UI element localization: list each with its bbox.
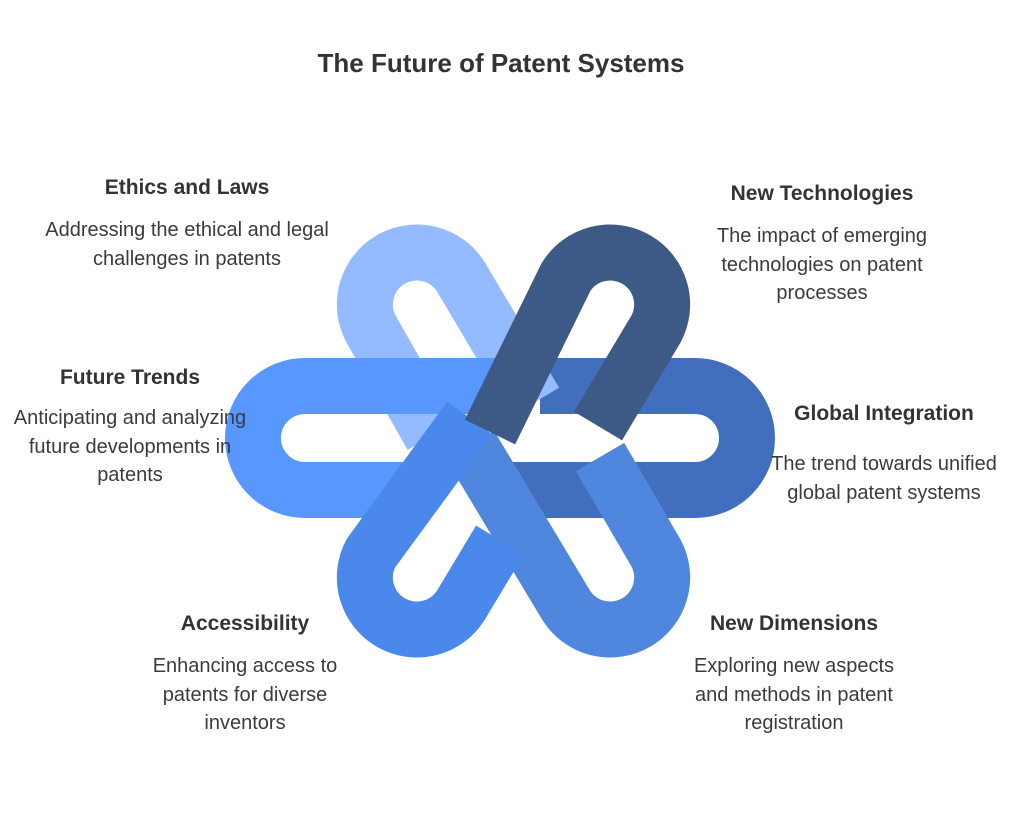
- item-heading: Ethics and Laws: [28, 176, 346, 200]
- accessibility-loop: [365, 418, 500, 630]
- item-heading: Accessibility: [128, 612, 362, 636]
- item-heading: Global Integration: [762, 402, 1006, 426]
- item-description: The trend towards unified global patent …: [762, 450, 1006, 507]
- item-future-trends: Future Trends Anticipating and analyzing…: [12, 366, 248, 490]
- item-heading: New Technologies: [682, 182, 962, 206]
- item-ethics-and-laws: Ethics and Laws Addressing the ethical a…: [28, 176, 346, 273]
- item-description: Exploring new aspects and methods in pat…: [676, 652, 912, 738]
- item-heading: Future Trends: [12, 366, 248, 390]
- item-heading: New Dimensions: [676, 612, 912, 636]
- item-global-integration: Global Integration The trend towards uni…: [762, 402, 1006, 507]
- item-new-technologies: New Technologies The impact of emerging …: [682, 182, 962, 308]
- item-new-dimensions: New Dimensions Exploring new aspects and…: [676, 612, 912, 738]
- item-description: Addressing the ethical and legal challen…: [28, 216, 346, 273]
- item-accessibility: Accessibility Enhancing access to patent…: [128, 612, 362, 738]
- item-description: The impact of emerging technologies on p…: [682, 222, 962, 308]
- item-description: Enhancing access to patents for diverse …: [128, 652, 362, 738]
- item-description: Anticipating and analyzing future develo…: [12, 404, 248, 490]
- interlocking-loops: [253, 252, 747, 629]
